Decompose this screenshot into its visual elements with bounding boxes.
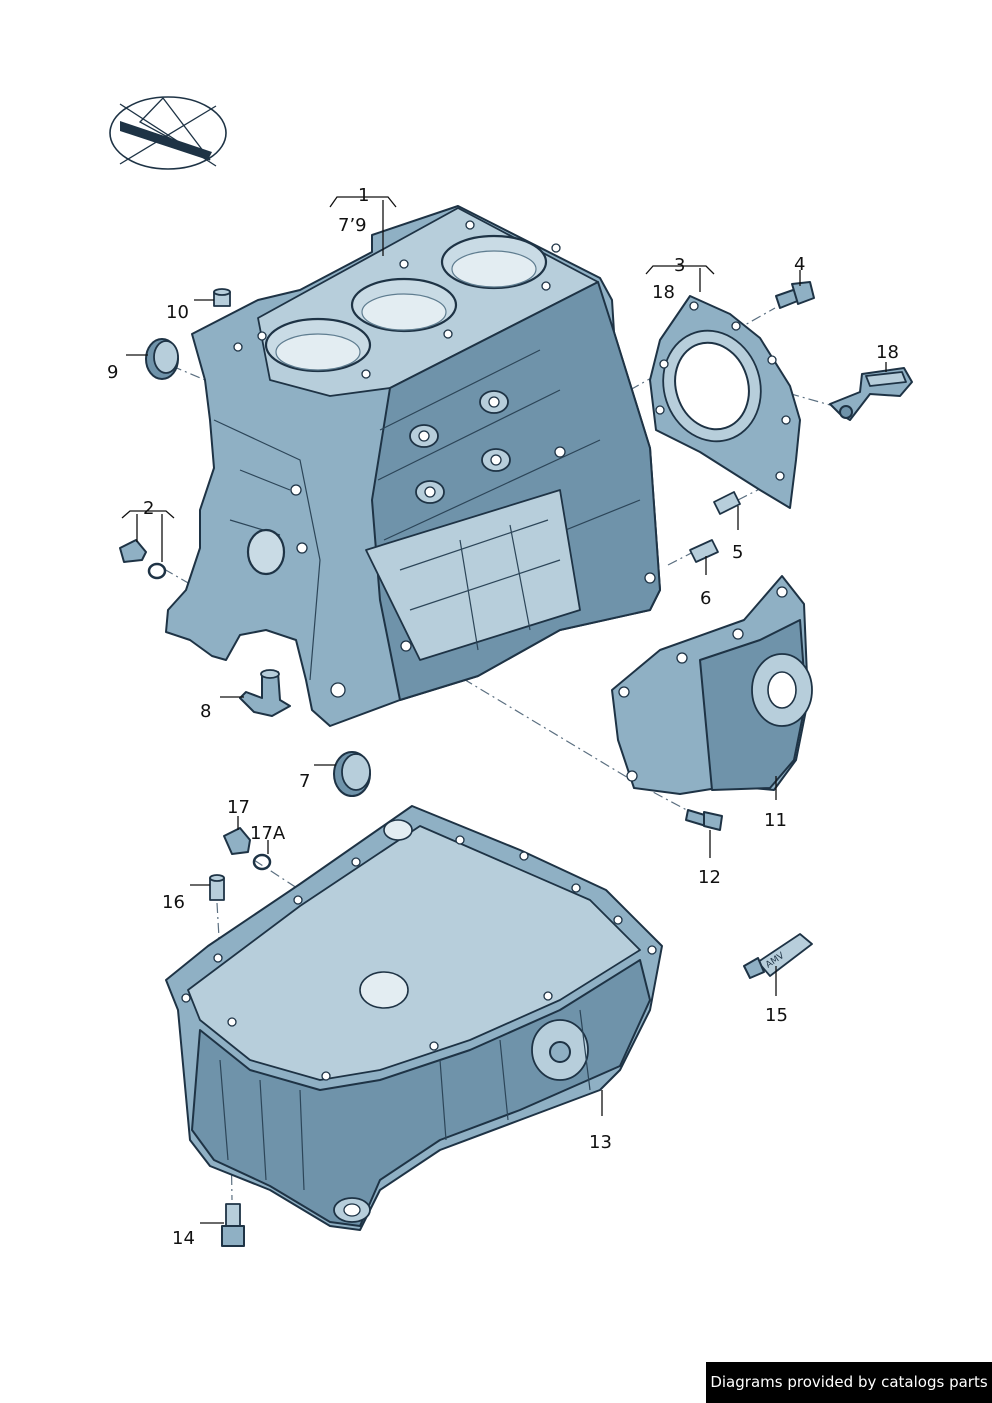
engine-block[interactable] [165, 205, 661, 727]
sealing-plug-large[interactable] [145, 338, 179, 380]
drain-plug[interactable] [223, 827, 251, 855]
dowel-pin-6[interactable] [689, 539, 719, 563]
oil-spray-jet[interactable] [239, 669, 291, 717]
callout-12: 12 [698, 867, 721, 888]
sump-bolt[interactable] [221, 1203, 245, 1247]
callout-labels: 1 7’9 2 3 18 4 5 6 7 8 9 10 11 12 13 14 … [107, 185, 899, 1249]
callout-15: 15 [765, 1005, 788, 1026]
callout-16: 16 [162, 892, 185, 913]
callout-3: 3 [674, 255, 685, 276]
callout-13: 13 [589, 1132, 612, 1153]
orientation-compass-icon [109, 96, 227, 170]
callout-6: 6 [700, 588, 711, 609]
leader-lines [121, 196, 887, 1224]
sealing-plug-7[interactable] [333, 751, 371, 797]
drain-plug-seal[interactable] [252, 853, 272, 871]
callout-10: 10 [166, 302, 189, 323]
dowel-sleeve-5[interactable] [713, 491, 741, 515]
callout-11: 11 [764, 810, 787, 831]
rear-seal-flange[interactable] [649, 295, 801, 509]
callout-5: 5 [732, 542, 743, 563]
callout-1-sub: 7’9 [338, 215, 367, 236]
callout-9: 9 [107, 362, 118, 383]
callout-8: 8 [200, 701, 211, 722]
callout-18: 18 [876, 342, 899, 363]
sleeve-10[interactable] [213, 288, 231, 307]
callout-3-sub: 18 [652, 282, 675, 303]
plug-with-seal[interactable] [119, 539, 167, 580]
sealant-tube[interactable]: AMV [743, 933, 813, 979]
callout-17: 17 [227, 797, 250, 818]
speed-sensor[interactable] [829, 367, 913, 421]
oil-sump[interactable] [165, 805, 663, 1231]
flange-bolt[interactable] [775, 281, 815, 309]
callout-4: 4 [794, 254, 805, 275]
cover-bolt[interactable] [685, 809, 723, 831]
callout-14: 14 [172, 1228, 195, 1249]
callout-7: 7 [299, 771, 310, 792]
credit-banner: Diagrams provided by catalogs parts [706, 1362, 992, 1403]
callout-2: 2 [143, 498, 154, 519]
callout-1: 1 [358, 185, 369, 206]
dowel-sleeve-16[interactable] [209, 874, 225, 901]
front-cover[interactable] [611, 575, 813, 795]
callout-17a: 17A [250, 823, 286, 844]
